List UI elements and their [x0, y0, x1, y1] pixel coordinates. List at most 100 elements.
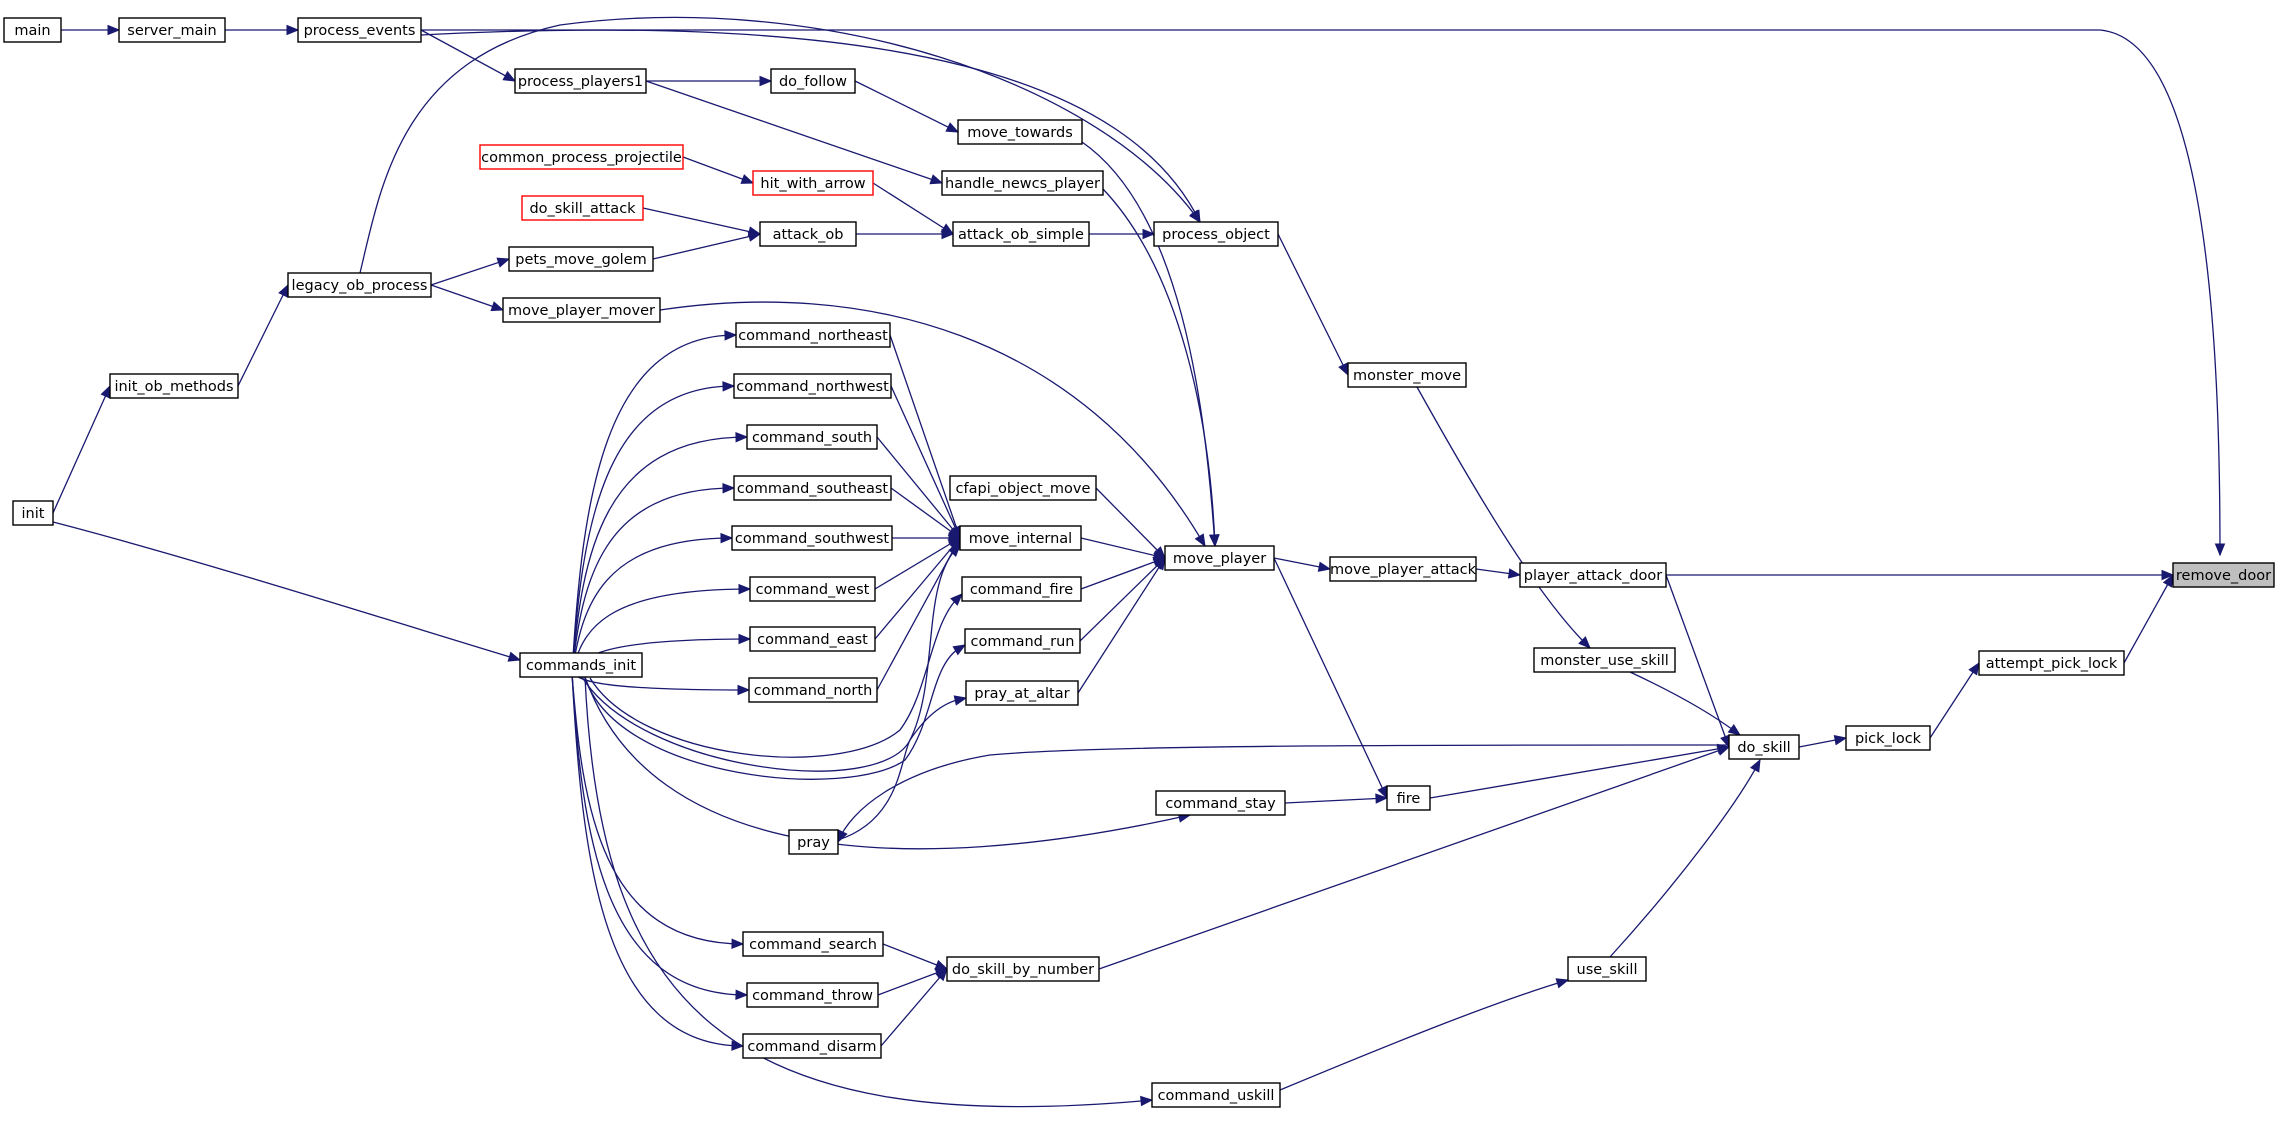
- node-process_events[interactable]: process_events: [297, 17, 422, 43]
- node-box[interactable]: [1845, 725, 1931, 751]
- node-move_internal[interactable]: move_internal: [959, 525, 1082, 551]
- node-box[interactable]: [759, 221, 857, 247]
- node-move_player_attack[interactable]: move_player_attack: [1329, 556, 1477, 582]
- node-box[interactable]: [735, 322, 891, 348]
- node-do_skill_attack[interactable]: do_skill_attack: [521, 195, 644, 221]
- node-pets_move_golem[interactable]: pets_move_golem: [508, 246, 654, 272]
- node-box[interactable]: [746, 982, 879, 1008]
- node-box[interactable]: [770, 68, 856, 94]
- node-pray[interactable]: pray: [788, 829, 839, 855]
- node-box[interactable]: [1347, 362, 1467, 388]
- node-box[interactable]: [1519, 562, 1667, 588]
- node-server_main[interactable]: server_main: [118, 17, 226, 43]
- node-box[interactable]: [941, 170, 1104, 196]
- node-command_north[interactable]: command_north: [748, 677, 878, 703]
- node-command_run[interactable]: command_run: [964, 628, 1081, 654]
- node-box[interactable]: [118, 17, 226, 43]
- node-box[interactable]: [952, 221, 1090, 247]
- node-box[interactable]: [1164, 545, 1275, 571]
- node-box[interactable]: [749, 626, 876, 652]
- node-box[interactable]: [502, 297, 661, 323]
- node-move_player[interactable]: move_player: [1164, 545, 1275, 571]
- node-move_player_mover[interactable]: move_player_mover: [502, 297, 661, 323]
- node-box[interactable]: [733, 373, 892, 399]
- node-box[interactable]: [12, 500, 54, 526]
- node-box[interactable]: [508, 246, 654, 272]
- node-do_skill_by_number[interactable]: do_skill_by_number: [946, 956, 1100, 982]
- node-init[interactable]: init: [12, 500, 54, 526]
- node-process_object[interactable]: process_object: [1153, 221, 1279, 247]
- node-box[interactable]: [297, 17, 422, 43]
- node-box[interactable]: [748, 677, 878, 703]
- node-command_west[interactable]: command_west: [749, 576, 876, 602]
- node-box[interactable]: [521, 195, 644, 221]
- node-box[interactable]: [519, 652, 643, 678]
- node-move_towards[interactable]: move_towards: [957, 119, 1083, 145]
- node-box[interactable]: [742, 1033, 882, 1059]
- node-command_east[interactable]: command_east: [749, 626, 876, 652]
- node-box[interactable]: [1567, 956, 1647, 982]
- node-hit_with_arrow[interactable]: hit_with_arrow: [752, 170, 874, 196]
- node-use_skill[interactable]: use_skill: [1567, 956, 1647, 982]
- node-box[interactable]: [964, 628, 1081, 654]
- node-cfapi_object_move[interactable]: cfapi_object_move: [949, 475, 1097, 501]
- node-do_follow[interactable]: do_follow: [770, 68, 856, 94]
- node-box[interactable]: [514, 68, 647, 94]
- node-box[interactable]: [479, 144, 684, 170]
- node-box[interactable]: [731, 525, 893, 551]
- node-box[interactable]: [1533, 647, 1676, 673]
- node-box[interactable]: [946, 956, 1100, 982]
- node-main[interactable]: main: [3, 17, 62, 43]
- node-box[interactable]: [1978, 650, 2125, 676]
- node-monster_move[interactable]: monster_move: [1347, 362, 1467, 388]
- node-command_southwest[interactable]: command_southwest: [731, 525, 893, 551]
- node-box[interactable]: [733, 475, 892, 501]
- node-box[interactable]: [109, 373, 239, 399]
- node-process_players1[interactable]: process_players1: [514, 68, 647, 94]
- node-attack_ob[interactable]: attack_ob: [759, 221, 857, 247]
- node-box[interactable]: [1329, 556, 1477, 582]
- node-box[interactable]: [749, 576, 876, 602]
- node-command_southeast[interactable]: command_southeast: [733, 475, 892, 501]
- node-box[interactable]: [3, 17, 62, 43]
- node-pray_at_altar[interactable]: pray_at_altar: [965, 680, 1079, 706]
- node-box[interactable]: [961, 576, 1082, 602]
- node-command_uskill[interactable]: command_uskill: [1151, 1082, 1281, 1108]
- node-box[interactable]: [957, 119, 1083, 145]
- node-init_ob_methods[interactable]: init_ob_methods: [109, 373, 239, 399]
- node-box[interactable]: [1728, 734, 1800, 760]
- node-remove_door[interactable]: remove_door: [2172, 562, 2275, 588]
- node-common_process_projectile[interactable]: common_process_projectile: [479, 144, 684, 170]
- node-box[interactable]: [752, 170, 874, 196]
- node-commands_init[interactable]: commands_init: [519, 652, 643, 678]
- node-command_south[interactable]: command_south: [746, 424, 878, 450]
- node-handle_newcs_player[interactable]: handle_newcs_player: [941, 170, 1104, 196]
- node-attempt_pick_lock[interactable]: attempt_pick_lock: [1978, 650, 2125, 676]
- node-box[interactable]: [1151, 1082, 1281, 1108]
- node-box[interactable]: [287, 272, 432, 298]
- node-box[interactable]: [965, 680, 1079, 706]
- node-fire[interactable]: fire: [1386, 785, 1431, 811]
- node-box[interactable]: [1153, 221, 1279, 247]
- node-box[interactable]: [788, 829, 839, 855]
- node-monster_use_skill[interactable]: monster_use_skill: [1533, 647, 1676, 673]
- node-player_attack_door[interactable]: player_attack_door: [1519, 562, 1667, 588]
- node-command_stay[interactable]: command_stay: [1155, 790, 1286, 816]
- node-command_disarm[interactable]: command_disarm: [742, 1033, 882, 1059]
- node-box[interactable]: [1386, 785, 1431, 811]
- node-command_northwest[interactable]: command_northwest: [733, 373, 892, 399]
- node-command_throw[interactable]: command_throw: [746, 982, 879, 1008]
- node-command_northeast[interactable]: command_northeast: [735, 322, 891, 348]
- node-attack_ob_simple[interactable]: attack_ob_simple: [952, 221, 1090, 247]
- node-box[interactable]: [746, 424, 878, 450]
- node-command_search[interactable]: command_search: [742, 931, 884, 957]
- node-pick_lock[interactable]: pick_lock: [1845, 725, 1931, 751]
- node-box[interactable]: [2172, 562, 2275, 588]
- node-do_skill[interactable]: do_skill: [1728, 734, 1800, 760]
- node-box[interactable]: [949, 475, 1097, 501]
- node-legacy_ob_process[interactable]: legacy_ob_process: [287, 272, 432, 298]
- node-box[interactable]: [742, 931, 884, 957]
- node-command_fire[interactable]: command_fire: [961, 576, 1082, 602]
- node-box[interactable]: [959, 525, 1082, 551]
- node-box[interactable]: [1155, 790, 1286, 816]
